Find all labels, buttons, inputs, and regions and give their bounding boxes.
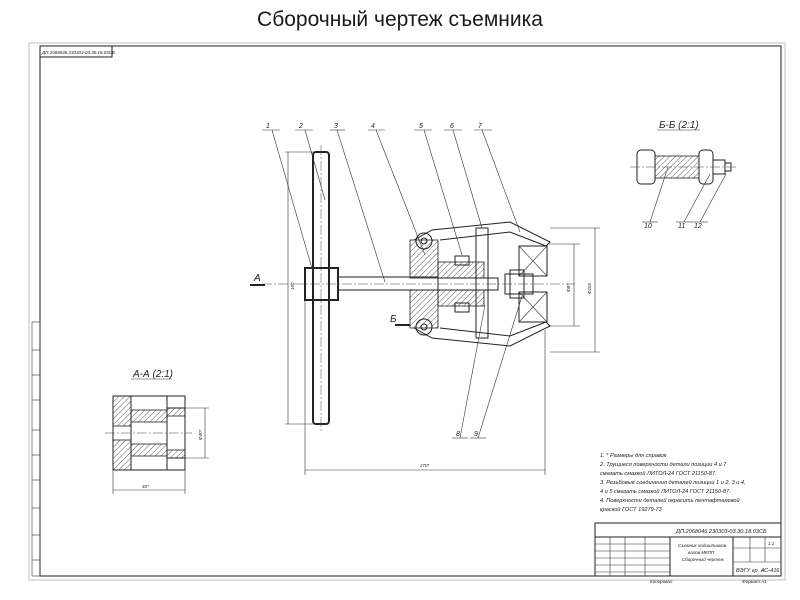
sheet-inner-frame bbox=[39, 45, 782, 577]
title-block-copied: Копировал bbox=[650, 579, 673, 584]
corner-stamp-box bbox=[39, 45, 113, 58]
callout-3: 3 bbox=[334, 123, 338, 130]
screw-shaft bbox=[337, 276, 439, 291]
puller-body bbox=[409, 227, 499, 339]
cut-a-label: А bbox=[253, 273, 261, 284]
jaws bbox=[413, 221, 551, 347]
title-block-organization: ВЭГУ гр. АС-416 bbox=[736, 568, 780, 574]
technical-notes: 1. * Размеры для справок 2. Трущиеся пов… bbox=[599, 453, 746, 513]
callout-5: 5 bbox=[419, 123, 423, 130]
note-line-7: краской ГОСТ 19279-73 bbox=[600, 506, 663, 513]
callout-8: 8 bbox=[456, 431, 460, 438]
callout-10: 10 bbox=[644, 223, 652, 230]
dimensions: 270* 100 Ф8* Ф165 bbox=[285, 151, 600, 475]
section-aa: А-А (2:1) 40* Ф40* bbox=[105, 369, 209, 494]
title-block-format: Формат A1 bbox=[742, 579, 767, 584]
title-block-name-2: валов МКПП bbox=[688, 550, 715, 555]
left-margin-strip bbox=[31, 321, 41, 577]
section-bb-title: Б-Б (2:1) bbox=[659, 120, 699, 131]
note-line-5: 4 и 5 смазать смазкой ЛИТОЛ-24 ГОСТ 2115… bbox=[600, 488, 731, 495]
callout-1: 1 bbox=[266, 123, 270, 130]
cut-marker-a: А bbox=[250, 273, 265, 286]
title-block-doc-number: ДП.2068046.230303-03.30.18.03СБ bbox=[675, 529, 767, 535]
note-line-3: смазать смазкой ЛИТОЛ-24 ГОСТ 21150-87. bbox=[600, 470, 717, 477]
corner-stamp-text: ДП.2068046.230303-03.30.18.03СБ bbox=[41, 50, 115, 55]
section-bb: Б-Б (2:1) 10 11 12 bbox=[630, 120, 738, 230]
callout-11: 11 bbox=[678, 223, 685, 230]
section-aa-title: А-А (2:1) bbox=[132, 369, 173, 380]
main-view: 270* 100 Ф8* Ф165 А Б bbox=[250, 123, 600, 475]
cut-b-label: Б bbox=[390, 314, 397, 325]
note-line-4: 3. Резьбовые соединения деталей позиции … bbox=[600, 479, 746, 486]
callout-12: 12 bbox=[694, 223, 702, 230]
callout-4: 4 bbox=[371, 123, 375, 130]
callout-7: 7 bbox=[478, 123, 483, 130]
handle-bar bbox=[312, 151, 330, 425]
dim-aa-width: 40* bbox=[142, 484, 149, 489]
dim-grip-dia: Ф8* bbox=[566, 284, 571, 292]
note-line-2: 2. Трущиеся поверхности детали позиции 4… bbox=[599, 462, 727, 468]
dim-jaw-dia: Ф165 bbox=[587, 282, 592, 294]
sheet-outer-frame bbox=[28, 42, 786, 581]
title-block-scale: 1:1 bbox=[768, 541, 775, 546]
dim-aa-height: Ф40* bbox=[198, 429, 203, 440]
slide-title: Сборочный чертеж съемника bbox=[257, 8, 543, 31]
note-line-1: 1. * Размеры для справок bbox=[600, 453, 667, 459]
note-line-6: 4. Поверхности деталей окрасить пентафта… bbox=[600, 497, 740, 504]
bearing bbox=[504, 245, 548, 323]
callout-6: 6 bbox=[450, 123, 454, 130]
title-block-name-1: Съемник подшипников bbox=[678, 543, 727, 548]
callout-leaders bbox=[262, 129, 523, 439]
dim-overall-length: 270* bbox=[419, 463, 430, 468]
callout-2: 2 bbox=[298, 123, 303, 130]
dim-small: 100 bbox=[290, 282, 295, 290]
title-block: ДП.2068046.230303-03.30.18.03СБ Съемник … bbox=[594, 522, 782, 584]
callout-9: 9 bbox=[474, 431, 478, 438]
cut-marker-b: Б bbox=[390, 314, 410, 326]
title-block-name-3: Сборочный чертеж bbox=[682, 556, 724, 562]
